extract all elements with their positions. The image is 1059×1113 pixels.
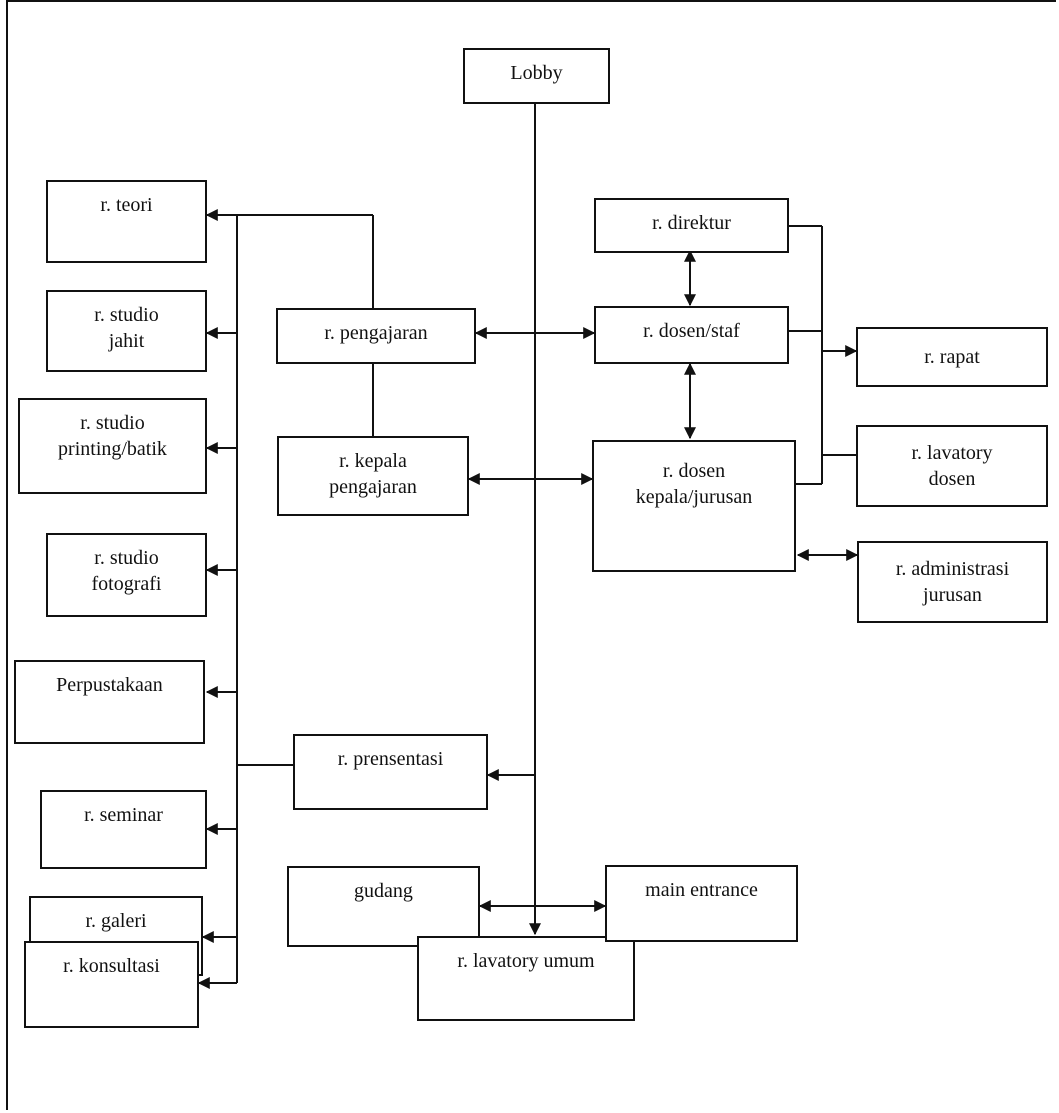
administrasi-box: r. administrasi jurusan — [857, 541, 1048, 623]
studio-jahit-label: r. studio jahit — [94, 304, 159, 352]
studio-printing-box: r. studio printing/batik — [18, 398, 207, 494]
gudang-box: gudang — [287, 866, 480, 947]
perpustakaan-label: Perpustakaan — [56, 674, 163, 696]
main-entrance-box: main entrance — [605, 865, 798, 942]
administrasi-label: r. administrasi jurusan — [895, 558, 1010, 606]
diagram-frame — [6, 0, 1056, 1110]
lavatory-umum-box: r. lavatory umum — [417, 936, 635, 1021]
lobby-label: Lobby — [510, 62, 563, 84]
direktur-label: r. direktur — [652, 212, 731, 234]
seminar-box: r. seminar — [40, 790, 207, 869]
rapat-box: r. rapat — [856, 327, 1048, 387]
studio-fotografi-label: r. studio fotografi — [91, 547, 162, 595]
rapat-label: r. rapat — [924, 346, 980, 368]
teori-box: r. teori — [46, 180, 207, 263]
studio-fotografi-box: r. studio fotografi — [46, 533, 207, 617]
dosen-staf-label: r. dosen/staf — [643, 320, 740, 342]
konsultasi-label: r. konsultasi — [63, 955, 160, 977]
prensentasi-box: r. prensentasi — [293, 734, 488, 810]
kepala-pengajaran-box: r. kepala pengajaran — [277, 436, 469, 516]
dosen-staf-box: r. dosen/staf — [594, 306, 789, 364]
lavatory-dosen-box: r. lavatory dosen — [856, 425, 1048, 507]
seminar-label: r. seminar — [84, 804, 163, 826]
prensentasi-label: r. prensentasi — [337, 748, 444, 770]
kepala-pengajaran-label: r. kepala pengajaran — [329, 450, 417, 498]
perpustakaan-box: Perpustakaan — [14, 660, 205, 744]
teori-label: r. teori — [100, 194, 153, 216]
studio-jahit-box: r. studio jahit — [46, 290, 207, 372]
direktur-box: r. direktur — [594, 198, 789, 253]
lavatory-dosen-label: r. lavatory dosen — [911, 442, 993, 490]
galeri-label: r. galeri — [85, 910, 147, 932]
konsultasi-box: r. konsultasi — [24, 941, 199, 1028]
lobby-box: Lobby — [463, 48, 610, 104]
main-entrance-label: main entrance — [645, 879, 758, 901]
pengajaran-label: r. pengajaran — [324, 322, 428, 344]
studio-printing-label: r. studio printing/batik — [58, 412, 167, 460]
dosen-kepala-label: r. dosen kepala/jurusan — [635, 460, 753, 508]
pengajaran-box: r. pengajaran — [276, 308, 476, 364]
lavatory-umum-label: r. lavatory umum — [457, 950, 595, 972]
dosen-kepala-box: r. dosen kepala/jurusan — [592, 440, 796, 572]
gudang-label: gudang — [354, 880, 413, 902]
